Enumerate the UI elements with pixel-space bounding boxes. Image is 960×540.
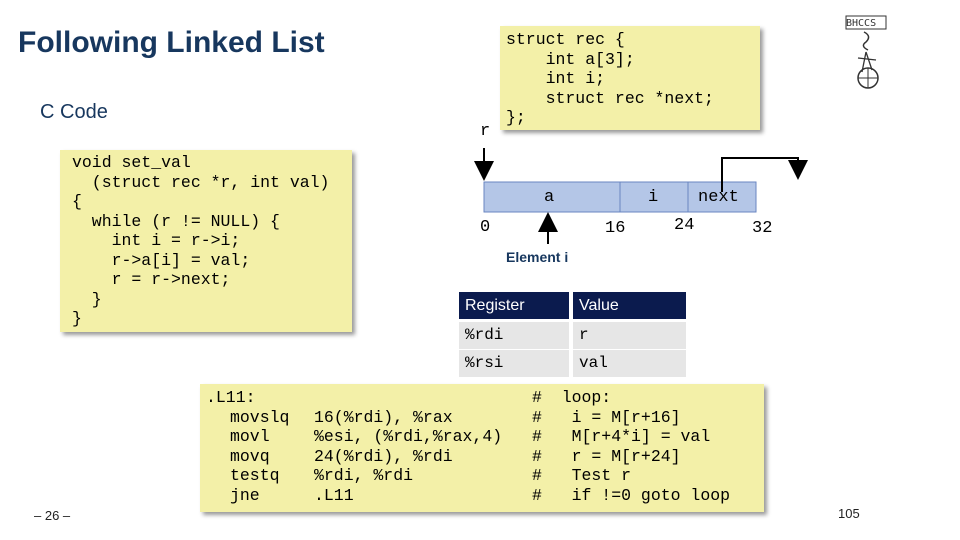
slide-title: Following Linked List <box>18 26 325 59</box>
table-header-register: Register <box>459 292 569 319</box>
c-code-line: void set_val <box>72 153 191 172</box>
c-code-line: } <box>72 309 82 328</box>
c-code-heading: C Code <box>40 101 108 123</box>
table-cell: %rdi <box>459 322 569 349</box>
offset-label: 0 <box>480 218 491 237</box>
field-cell-a <box>483 181 621 213</box>
asm-op: movslq <box>230 407 290 427</box>
struct-line: struct rec { <box>506 30 625 49</box>
asm-args: 24(%rdi), %rdi <box>314 446 453 466</box>
c-code-line: int i = r->i; <box>72 231 241 250</box>
table-cell: %rsi <box>459 350 569 377</box>
asm-op: movq <box>230 446 270 466</box>
c-code-line: r->a[i] = val; <box>72 250 251 270</box>
cmu-cs-logo: BHCCS <box>838 12 894 92</box>
c-code-box: void set_val (struct rec *r, int val) { … <box>60 150 352 332</box>
c-code-line: (struct rec *r, int val) <box>72 172 330 192</box>
element-i-label: Element i <box>506 249 569 265</box>
asm-label: .L11: <box>206 388 256 407</box>
svg-text:BHCCS: BHCCS <box>846 18 876 29</box>
asm-args: .L11 <box>314 485 354 505</box>
struct-definition-box: struct rec { int a[3]; int i; struct rec… <box>500 26 760 130</box>
asm-comment: # i = M[r+16] <box>532 407 681 427</box>
slide-number: 105 <box>838 506 860 521</box>
struct-line: int i; <box>506 69 606 88</box>
table-cell: val <box>573 350 686 377</box>
field-label-next: next <box>698 188 739 207</box>
table-cell: r <box>573 322 686 349</box>
assembly-code-box: .L11: # loop: movslq 16(%rdi), %rax # i … <box>200 384 764 512</box>
c-code-line: r = r->next; <box>72 270 231 289</box>
page-label: – 26 – <box>34 508 71 523</box>
field-cell-i <box>619 181 689 213</box>
c-code-line: while (r != NULL) { <box>72 211 280 231</box>
asm-comment: # r = M[r+24] <box>532 446 681 466</box>
offset-label: 16 <box>605 219 626 238</box>
c-code-line: } <box>72 289 102 309</box>
struct-line: }; <box>506 108 526 127</box>
asm-comment: # if !=0 goto loop <box>532 485 731 505</box>
asm-op: jne <box>230 485 260 505</box>
field-label-i: i <box>648 188 659 207</box>
c-code-line: { <box>72 192 82 211</box>
offset-label: 32 <box>752 219 773 238</box>
asm-op: movl <box>230 427 270 446</box>
asm-comment: # M[r+4*i] = val <box>532 427 711 446</box>
pointer-label-r: r <box>480 122 491 141</box>
asm-comment: # loop: <box>532 388 612 407</box>
asm-comment: # Test r <box>532 466 632 485</box>
asm-args: %rdi, %rdi <box>314 466 414 485</box>
table-header-value: Value <box>573 292 686 319</box>
asm-args: 16(%rdi), %rax <box>314 407 453 427</box>
struct-line: struct rec *next; <box>506 88 714 108</box>
asm-args: %esi, (%rdi,%rax,4) <box>314 427 503 446</box>
offset-label: 24 <box>674 216 695 235</box>
next-pointer-arrow <box>721 157 808 192</box>
register-table: Register Value %rdi r %rsi val <box>459 292 686 379</box>
asm-op: testq <box>230 466 280 485</box>
field-label-a: a <box>544 188 555 207</box>
struct-line: int a[3]; <box>506 49 635 69</box>
